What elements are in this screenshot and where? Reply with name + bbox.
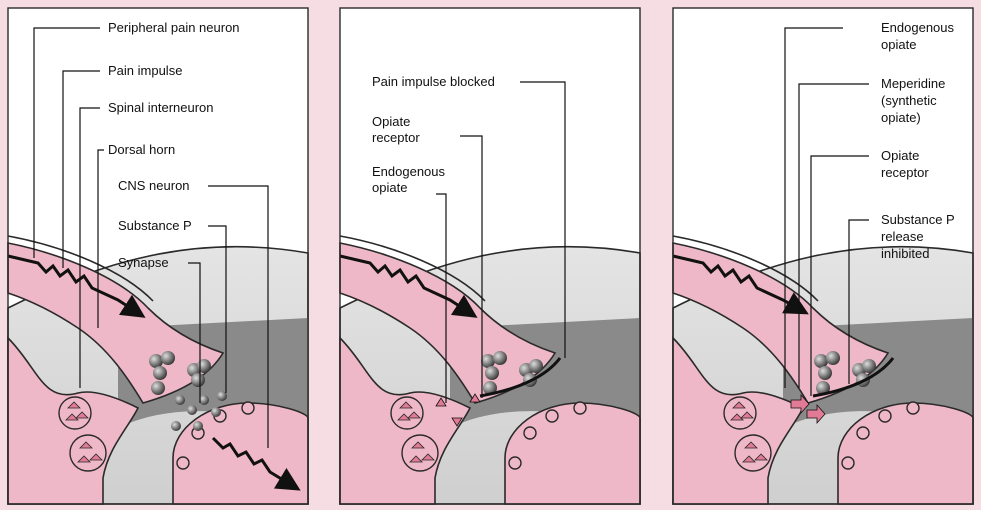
panel-endogenous-opiate-block: Pain impulse blocked Opiate receptor End… — [340, 8, 640, 504]
label-substance-p: Substance P — [118, 218, 192, 233]
panel-normal-transmission: Peripheral pain neuron Pain impulse Spin… — [8, 8, 308, 504]
label-dorsal-horn: Dorsal horn — [108, 142, 175, 157]
label-opiate-receptor: Opiate receptor — [372, 114, 420, 145]
panel-meperidine: Endogenous opiate Meperidine (synthetic … — [673, 8, 973, 504]
label-peripheral-pain-neuron: Peripheral pain neuron — [108, 20, 240, 35]
label-cns-neuron: CNS neuron — [118, 178, 190, 193]
label-synapse: Synapse — [118, 255, 169, 270]
label-spinal-interneuron: Spinal interneuron — [108, 100, 214, 115]
label-pain-impulse: Pain impulse — [108, 63, 182, 78]
label-pain-impulse-blocked: Pain impulse blocked — [372, 74, 495, 89]
